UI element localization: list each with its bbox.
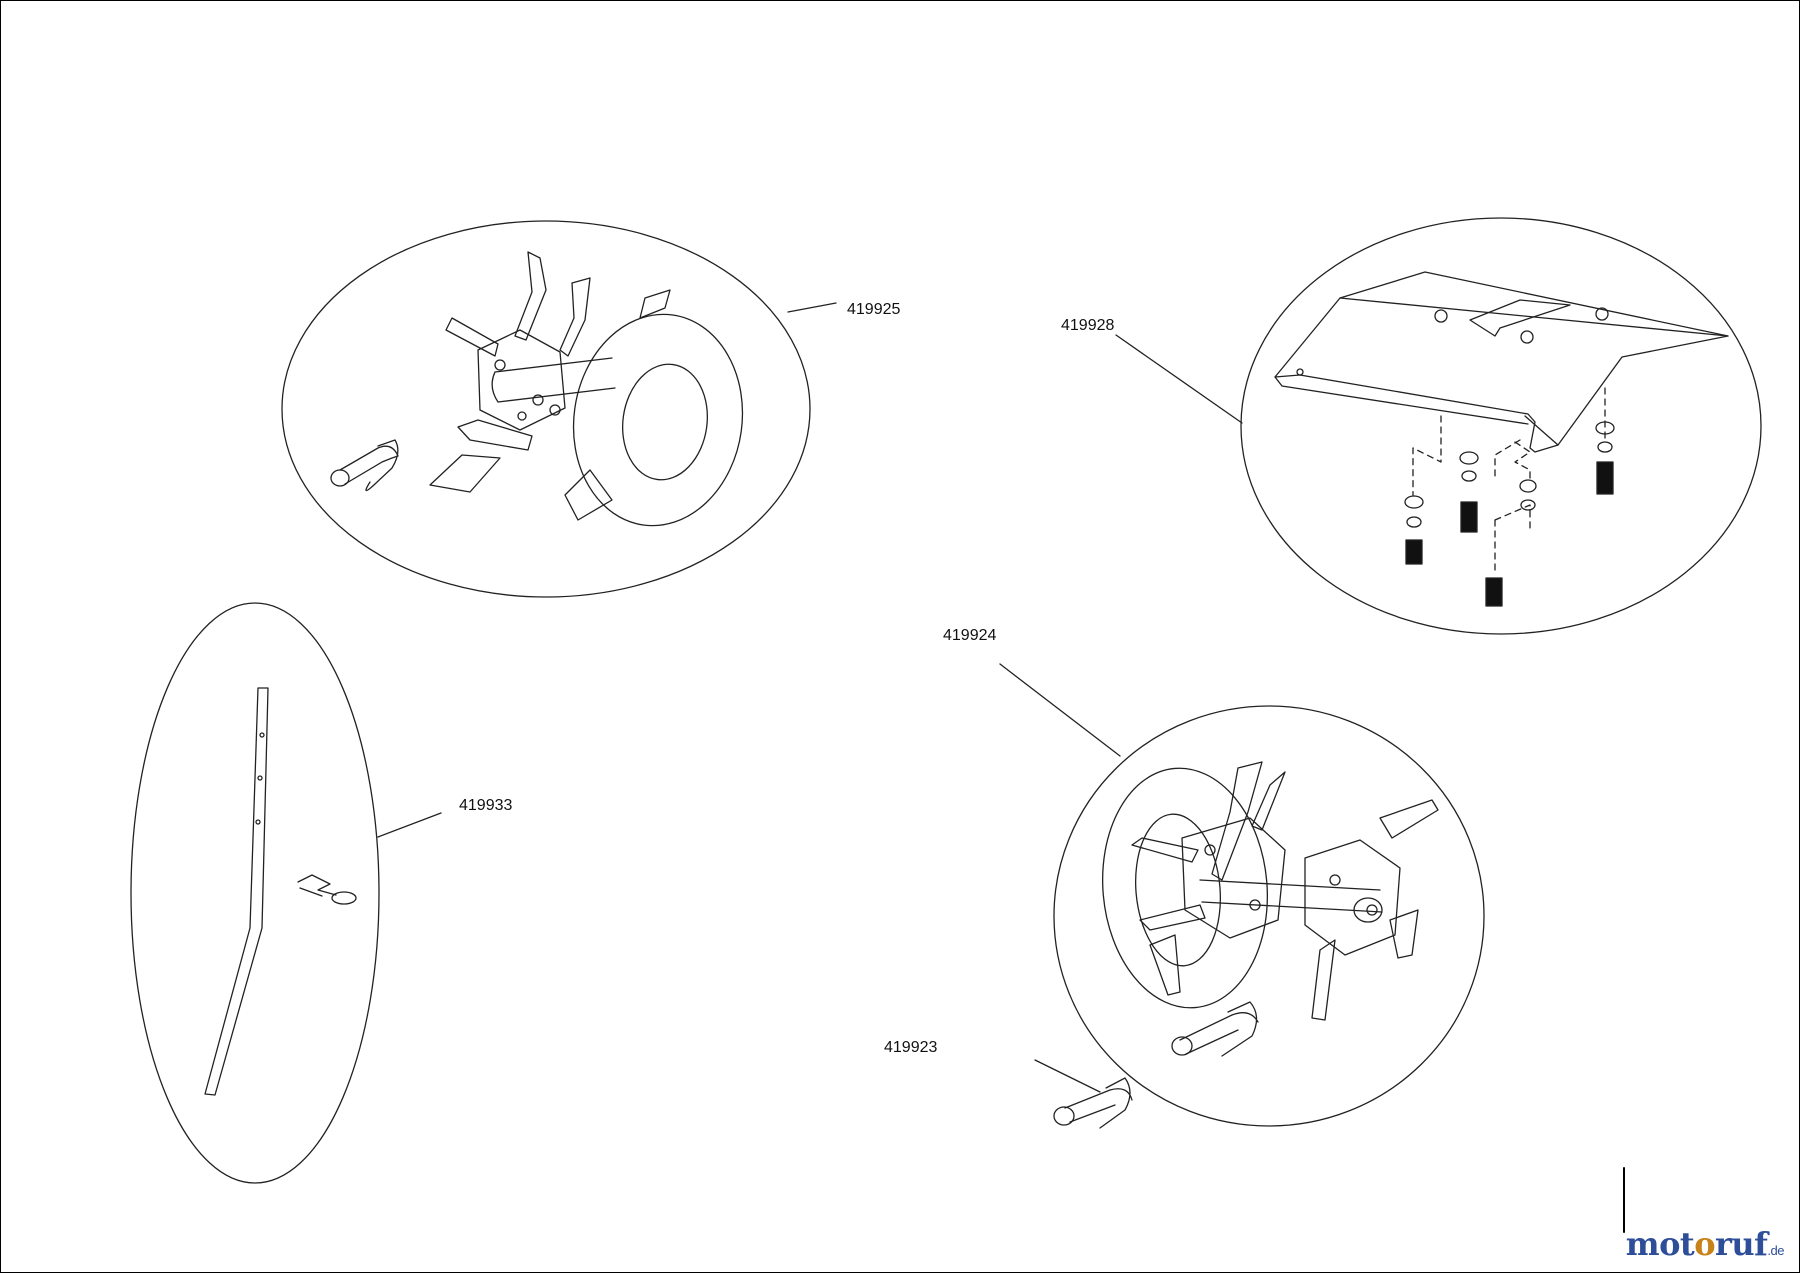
washer: [1461, 470, 1477, 482]
part-label-419923: 419923: [884, 1039, 937, 1056]
tine-blade: [1379, 799, 1439, 839]
linch-pin-head: [330, 469, 350, 487]
callout-ellipse-419924: [1053, 705, 1485, 1127]
tine-blade: [559, 277, 591, 357]
plate-hole: [1296, 368, 1304, 376]
watermark-logo: motoruf.de: [1625, 1225, 1785, 1263]
tine-blade: [1149, 934, 1181, 996]
bolt-hole: [1329, 874, 1341, 886]
washer: [1459, 451, 1479, 465]
part-label-419933: 419933: [459, 797, 512, 814]
tine-blade: [1131, 837, 1199, 863]
tine-with-disc-group: [281, 220, 837, 598]
callout-ellipse-419933: [130, 602, 380, 1184]
tine-hub-plate: [1181, 817, 1286, 939]
linch-pin: [339, 439, 399, 492]
washer: [1520, 499, 1536, 511]
shaft-end: [1353, 897, 1383, 923]
tine-blade: [1389, 909, 1419, 959]
tine-blade: [514, 251, 547, 341]
tine-blade: [1211, 761, 1263, 881]
logo-text-3: ruf: [1715, 1225, 1768, 1263]
tine-blade: [445, 317, 499, 357]
cover-plate-slot: [1469, 299, 1571, 337]
part-label-419925: 419925: [847, 301, 900, 318]
bolt-hole: [1366, 904, 1378, 916]
washer: [1519, 479, 1537, 493]
leader-419925: [787, 302, 837, 313]
logo-text-1: mot: [1625, 1225, 1695, 1263]
tine-blade: [1311, 939, 1336, 1021]
bolt-hole: [1204, 844, 1216, 856]
cover-plate-group: [1115, 217, 1762, 635]
bolt-hole: [1249, 899, 1261, 911]
side-disc-inner: [621, 363, 709, 481]
double-tine-group: [999, 663, 1485, 1127]
bar-hole: [257, 775, 263, 781]
side-disc-inner: [1134, 813, 1222, 967]
cover-plate-edge: [1274, 297, 1729, 446]
washer: [1404, 495, 1424, 509]
tine-shaft: [491, 357, 616, 403]
leader-419928: [1115, 334, 1243, 424]
bar-hole: [259, 732, 265, 738]
spring-clip-ring: [331, 891, 357, 905]
bolt-hole: [532, 394, 544, 406]
assembly-guides: [1412, 387, 1606, 573]
tine-blade: [564, 469, 613, 521]
part-label-419924: 419924: [943, 627, 996, 644]
bolt-hole: [494, 359, 506, 371]
linch-pin-head: [1053, 1106, 1075, 1126]
bolt: [1485, 577, 1503, 607]
tine-blade: [429, 454, 501, 493]
side-disc: [572, 313, 744, 527]
linch-pin: [1179, 1001, 1259, 1057]
washer: [1597, 441, 1613, 453]
linch-pin: [1064, 1077, 1133, 1129]
bolt: [1405, 539, 1423, 565]
spring-clip: [297, 874, 337, 897]
handle-bar: [204, 687, 269, 1096]
callout-ellipse-419928: [1240, 217, 1762, 635]
logo-text-2: o: [1694, 1225, 1716, 1263]
cover-plate: [1274, 271, 1729, 453]
linch-pin-head: [1171, 1036, 1193, 1056]
part-label-419928: 419928: [1061, 317, 1114, 334]
handle-bar-group: [130, 602, 442, 1184]
callout-ellipse-419925: [281, 220, 811, 598]
bolt: [1596, 461, 1614, 495]
bar-hole: [255, 819, 261, 825]
tine-hub-plate: [477, 329, 566, 431]
side-disc: [1101, 767, 1269, 1009]
tine-blade: [457, 419, 533, 451]
leader-419933: [377, 812, 442, 838]
bolt-hole: [549, 404, 561, 416]
tine-blade: [1251, 771, 1286, 831]
plate-nut: [1595, 307, 1609, 321]
washer: [1406, 516, 1422, 528]
plate-nut: [1434, 309, 1448, 323]
leader-419924: [999, 663, 1121, 757]
tine-blade: [1139, 904, 1206, 931]
tine-shaft: [1199, 879, 1383, 913]
logo-text-4: .de: [1767, 1243, 1784, 1258]
bolt: [1460, 501, 1478, 533]
plate-nut: [1520, 330, 1534, 344]
washer: [1595, 421, 1615, 435]
leader-419923: [1034, 1059, 1101, 1093]
bolt-hole: [517, 411, 527, 421]
linch-pin-group: [1034, 1059, 1133, 1129]
tine-hub-plate: [1304, 839, 1401, 956]
